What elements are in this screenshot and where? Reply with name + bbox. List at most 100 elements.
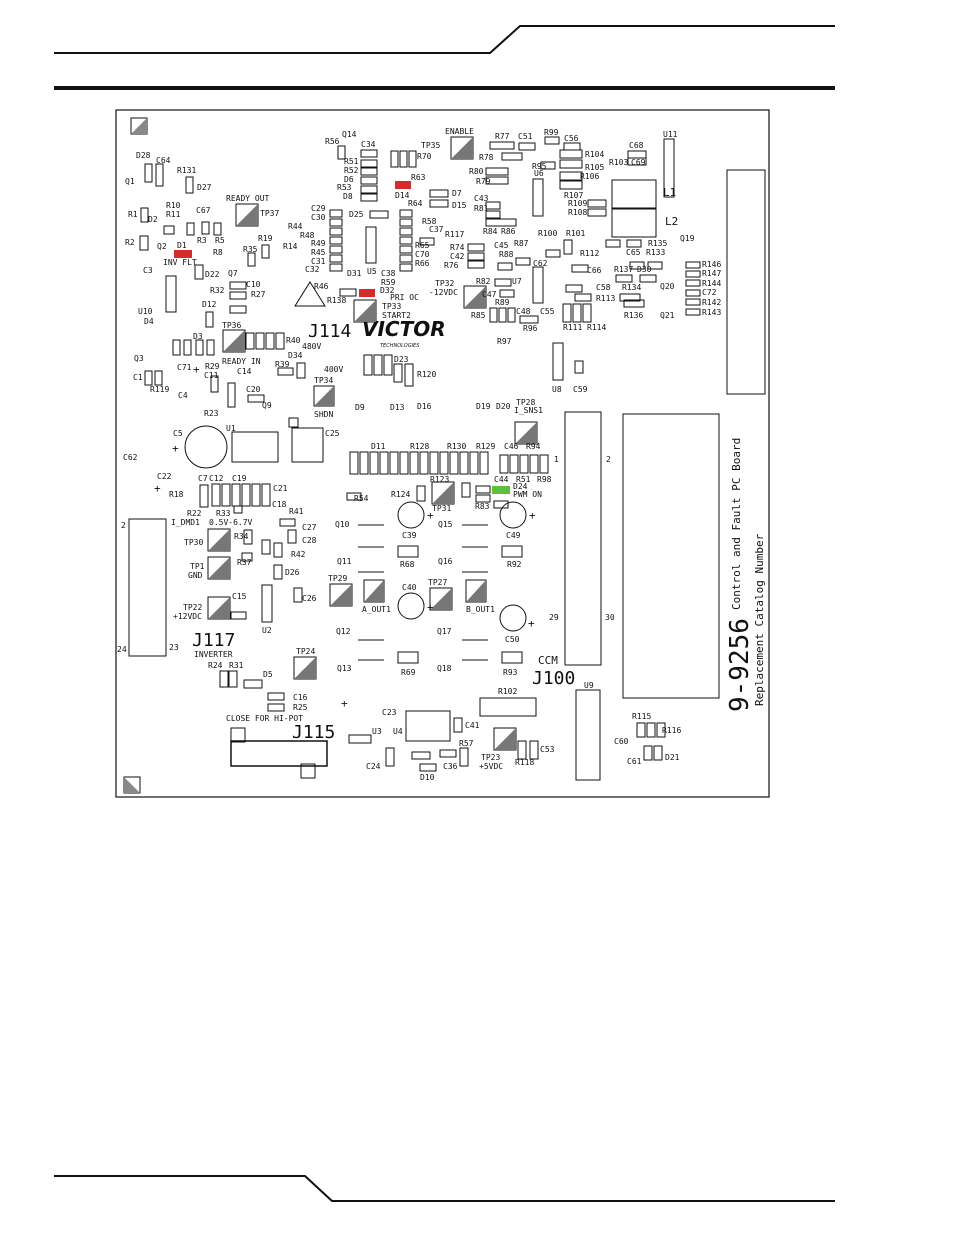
designator-c38: C38 <box>381 269 396 278</box>
designator-r48: R48 <box>300 231 315 240</box>
designator-r11: R11 <box>166 210 181 219</box>
designator-r116: R116 <box>662 726 681 735</box>
designator-c24: C24 <box>366 762 381 771</box>
designator-r57: R57 <box>459 739 474 748</box>
designator-r32: R32 <box>210 286 225 295</box>
designator-d25: D25 <box>349 210 364 219</box>
designator-q21: Q21 <box>660 311 675 320</box>
designator-r115: R115 <box>632 712 651 721</box>
j115-connector-outline <box>230 740 328 767</box>
fiducial-bottom-left <box>123 776 141 794</box>
component-designators: D28 C64 Q1 R131 D27 R10 R1 D2 R11 C67 R2… <box>123 128 721 782</box>
l1-inductor <box>611 179 657 209</box>
designator-r14: R14 <box>283 242 298 251</box>
designator-r131: R131 <box>177 166 196 175</box>
tp28-label: TP28 <box>516 398 535 407</box>
designator-r53: R53 <box>337 183 352 192</box>
b-out1-label: B_OUT1 <box>466 605 495 614</box>
designator-r34: R34 <box>234 532 249 541</box>
designator-r119: R119 <box>150 385 169 394</box>
ready-out-label: READY OUT <box>226 194 270 203</box>
designator-r97: R97 <box>497 337 512 346</box>
d14-label: D14 <box>395 191 410 200</box>
designator-r111: R111 <box>563 323 582 332</box>
designator-c20: C20 <box>246 385 261 394</box>
designator-u4: U4 <box>393 727 403 736</box>
u5-ic <box>365 226 377 264</box>
tp31-label: TP31 <box>432 504 451 513</box>
u7-ic <box>532 266 544 304</box>
designator-d10: D10 <box>420 773 435 782</box>
designator-r31: R31 <box>229 661 244 670</box>
designator-u5: U5 <box>367 267 377 276</box>
tp32-label: TP32 <box>435 279 454 288</box>
d24-label: D24 <box>513 482 528 491</box>
j117-label: J117 <box>192 630 235 651</box>
u1-regulator <box>231 431 279 463</box>
victor-logo-sub: TECHNOLOGIES <box>380 343 420 349</box>
c5-capacitor <box>184 425 228 469</box>
designator-c47: C47 <box>482 290 497 299</box>
designator-d13: D13 <box>390 403 405 412</box>
designator-r118: R118 <box>515 758 534 767</box>
resistor-row-r139 <box>363 354 393 376</box>
tp33-label: TP33 <box>382 302 401 311</box>
designator-c56: C56 <box>564 134 579 143</box>
designator-r135: R135 <box>648 239 667 248</box>
designator-d9: D9 <box>355 403 365 412</box>
designator-r128: R128 <box>410 442 429 451</box>
designator-r58: R58 <box>422 217 437 226</box>
designator-r76: R76 <box>444 261 459 270</box>
designator-c61: C61 <box>627 757 642 766</box>
j100-label: J100 <box>532 668 575 689</box>
designator-q2: Q2 <box>157 242 167 251</box>
r102-resistor <box>479 697 537 717</box>
j100-connector-outline <box>564 411 602 666</box>
designator-q1: Q1 <box>125 177 135 186</box>
designator-c37: C37 <box>429 225 444 234</box>
designator-q16: Q16 <box>438 557 453 566</box>
designator-r84: R84 <box>483 227 498 236</box>
designator-d7: D7 <box>452 189 462 198</box>
designator-c42: C42 <box>450 252 465 261</box>
designator-c30: C30 <box>311 213 326 222</box>
designator-r130: R130 <box>447 442 466 451</box>
esd-warning-icon <box>294 281 326 307</box>
designator-r69: R69 <box>401 668 416 677</box>
designator-r101: R101 <box>566 229 585 238</box>
tp34-label: TP34 <box>314 376 333 385</box>
c39-capacitor <box>397 501 425 529</box>
designator-c15: C15 <box>232 592 247 601</box>
designator-u7: U7 <box>512 277 522 286</box>
designator-r42: R42 <box>291 550 306 559</box>
designator-c21: C21 <box>273 484 288 493</box>
designator-c27: C27 <box>302 523 317 532</box>
designator-c44: C44 <box>494 475 509 484</box>
designator-c32: C32 <box>305 265 320 274</box>
designator-q14: Q14 <box>342 130 357 139</box>
designator-d22: D22 <box>205 270 220 279</box>
designator-u10: U10 <box>138 307 153 316</box>
designator-r41: R41 <box>289 507 304 516</box>
designator-c29: C29 <box>311 204 326 213</box>
j100-pin-30: 30 <box>605 613 615 622</box>
designator-d4: D4 <box>144 317 154 326</box>
designator-r88: R88 <box>499 250 514 259</box>
designator-d21: D21 <box>665 753 680 762</box>
designator-r51: R51 <box>344 157 359 166</box>
d1-label: D1 <box>177 241 187 250</box>
designator-r117: R117 <box>445 230 464 239</box>
designator-r144: R144 <box>702 279 721 288</box>
designator-r82: R82 <box>476 277 491 286</box>
j115-label: J115 <box>292 722 335 743</box>
designator-d16: D16 <box>417 402 432 411</box>
designator-r99: R99 <box>544 128 559 137</box>
designator-r112: R112 <box>580 249 599 258</box>
designator-c22: C22 <box>157 472 172 481</box>
d32-label: D32 <box>380 286 395 295</box>
gnd-label: GND <box>188 571 203 580</box>
designator-r52: R52 <box>344 166 359 175</box>
designator-d6: D6 <box>344 175 354 184</box>
designator-c28: C28 <box>302 536 317 545</box>
enable-label: ENABLE <box>445 127 474 136</box>
